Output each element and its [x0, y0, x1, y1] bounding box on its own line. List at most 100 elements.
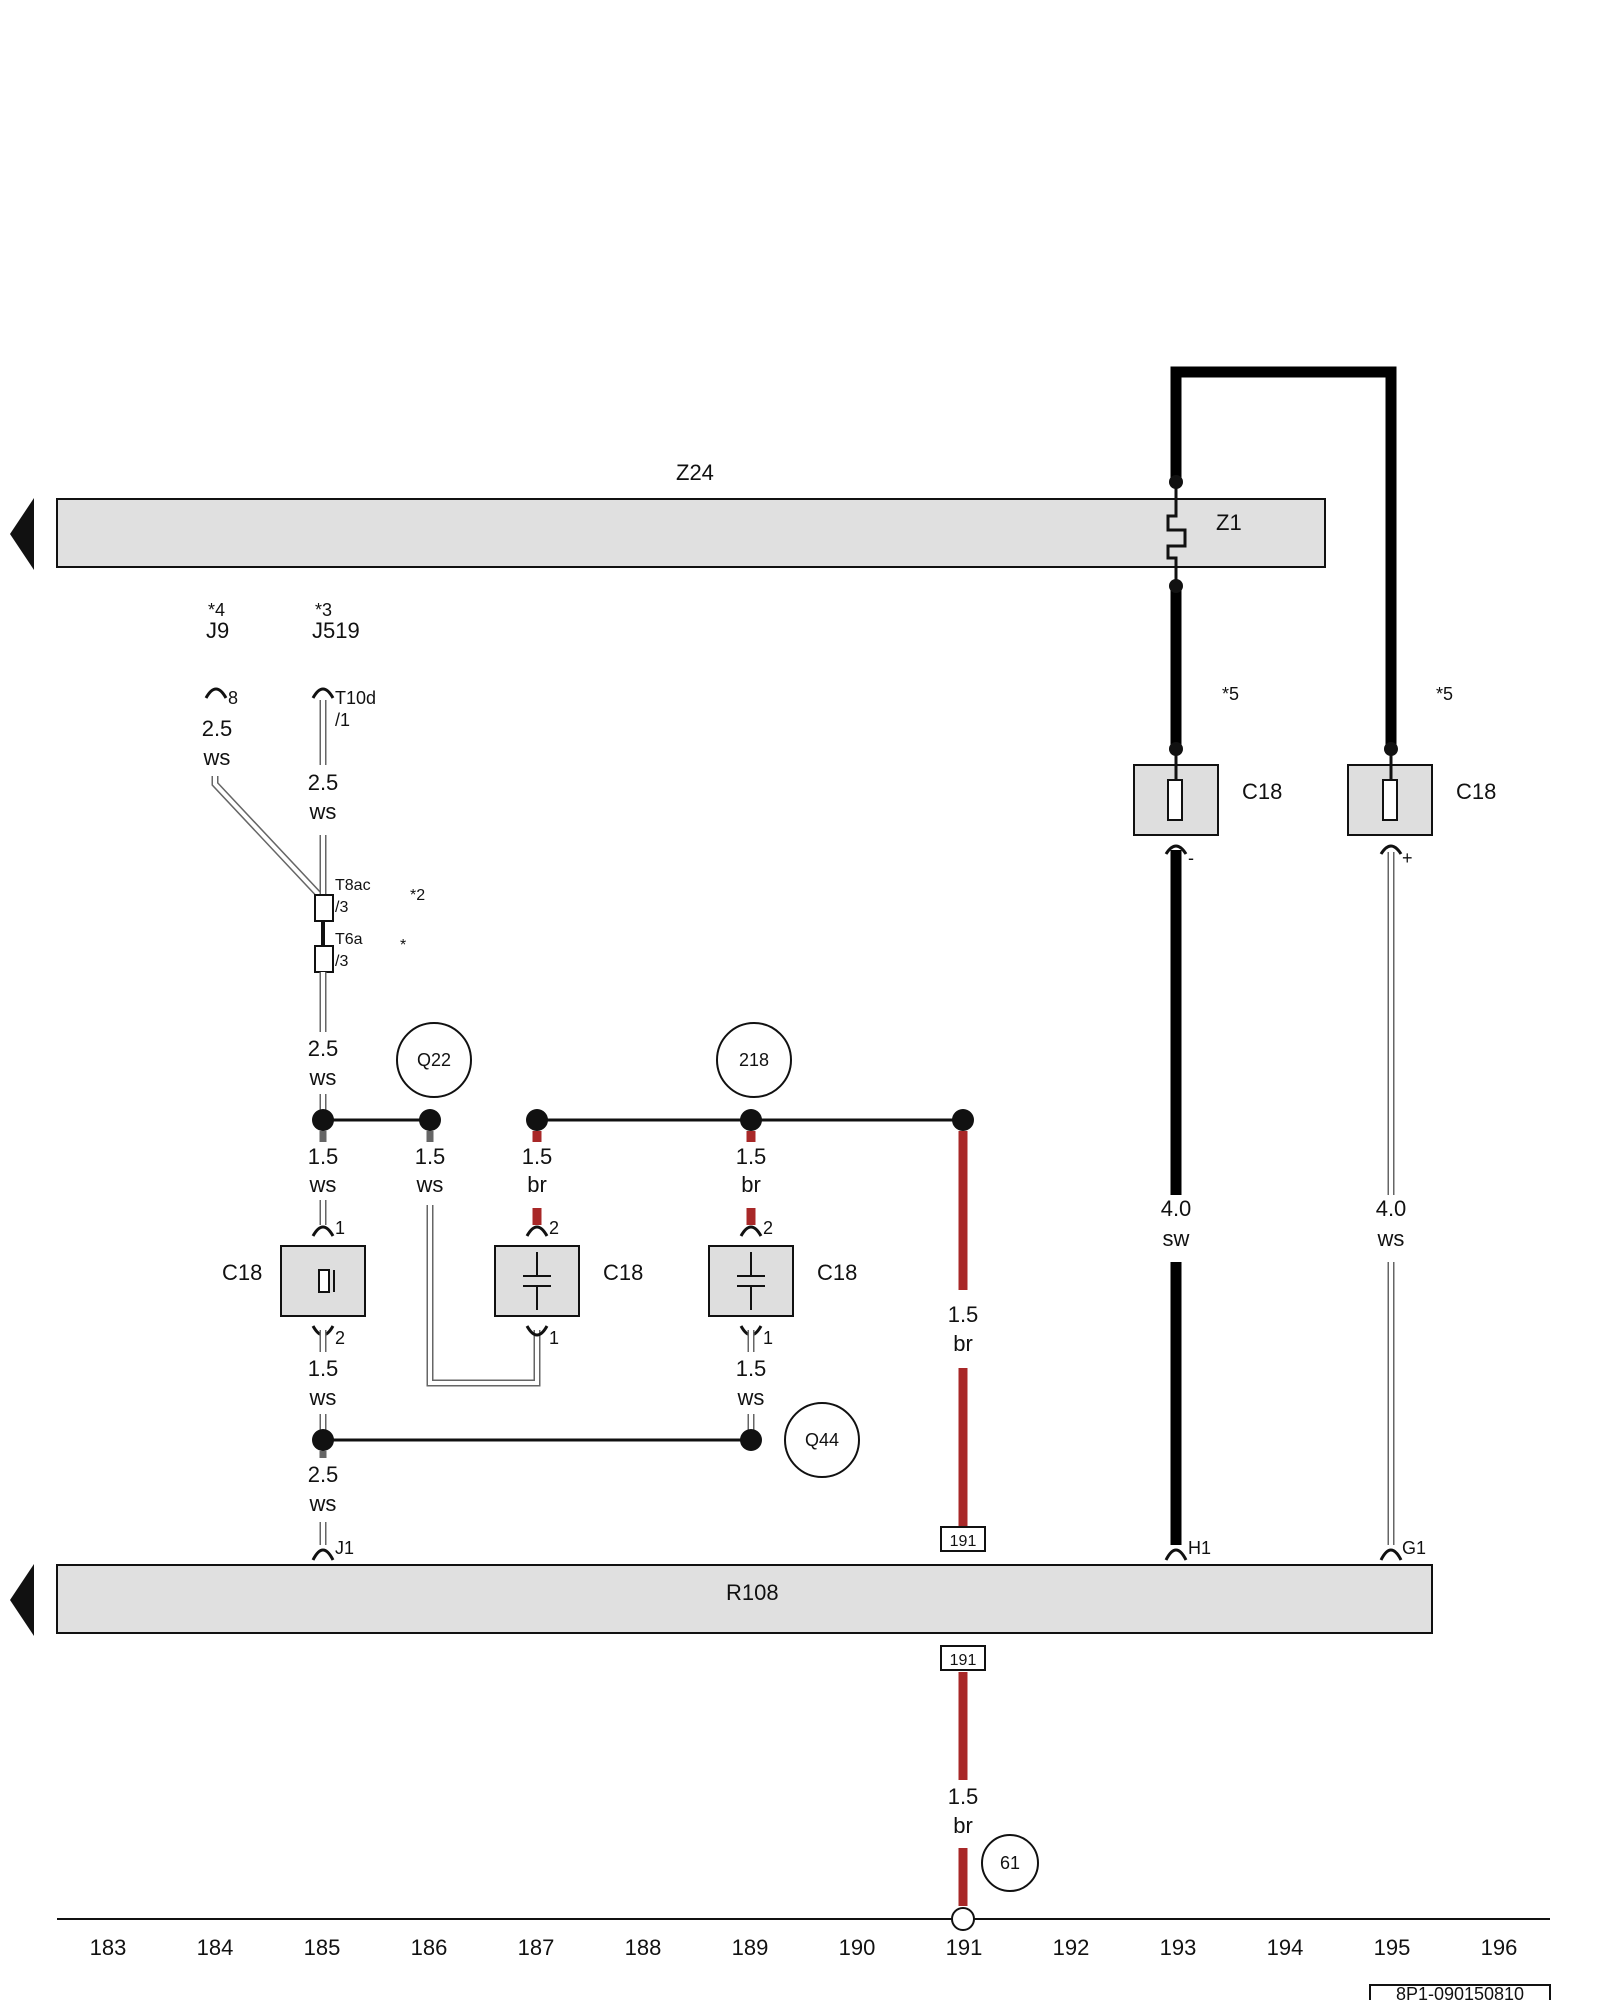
wire-c3-bot-color: ws: [737, 1385, 765, 1410]
wire-c2-top-color: br: [527, 1172, 547, 1197]
axis-tick-label: 187: [518, 1935, 555, 1960]
junction-dot: [419, 1109, 441, 1131]
wire-c3-bot-size: 1.5: [736, 1356, 767, 1381]
c18-label-187: C18: [603, 1260, 643, 1285]
r108-bar: [56, 1564, 1433, 1634]
wire-193-color: sw: [1163, 1226, 1190, 1251]
t10d-pin: /1: [335, 710, 350, 730]
z24-bar: [56, 498, 1326, 568]
junction-dot: [312, 1109, 334, 1131]
pin-1a: 1: [335, 1218, 345, 1238]
ref-circle-61: [981, 1834, 1039, 1892]
note-5b: *5: [1436, 684, 1453, 704]
pin-h1: H1: [1188, 1538, 1211, 1558]
connector-icon: [525, 1225, 549, 1237]
ref-61: 61: [1000, 1853, 1020, 1873]
connector-icon: [739, 1225, 763, 1237]
ref-circle-q22: [396, 1022, 472, 1098]
t10d-label: T10d: [335, 688, 376, 708]
junction-dot: [1169, 475, 1183, 489]
ground-point-icon: [951, 1907, 975, 1931]
doc-code-box: [1369, 1984, 1551, 2000]
wire-j9-diagonal-inner: [213, 776, 324, 900]
connector-icon: [311, 687, 335, 699]
axis-tick-label: 194: [1267, 1935, 1304, 1960]
axis-tick-label: 189: [732, 1935, 769, 1960]
wire-j519-size: 2.5: [308, 770, 339, 795]
z24-label: Z24: [676, 460, 714, 485]
pin-2a: 2: [335, 1328, 345, 1348]
connector-icon: [1379, 1548, 1403, 1561]
c18-label-185: C18: [222, 1260, 262, 1285]
r108-label: R108: [726, 1580, 779, 1605]
ref-circle-q44: [784, 1402, 860, 1478]
connector-icon: [1379, 844, 1403, 855]
pin-2b: 2: [549, 1218, 559, 1238]
wire-195-color: ws: [1377, 1226, 1405, 1251]
pin-g1: G1: [1402, 1538, 1426, 1558]
z1-label: Z1: [1216, 510, 1242, 535]
axis-tick-label: 193: [1160, 1935, 1197, 1960]
connector-icon: [204, 687, 228, 699]
wire-j9-color: ws: [203, 745, 231, 770]
wire-186-size: 1.5: [415, 1144, 446, 1169]
ref-box-191b: [940, 1645, 986, 1671]
continuation-arrow-top: [10, 498, 34, 570]
pin-minus: -: [1188, 848, 1194, 868]
wire-c1-bot-size: 1.5: [308, 1356, 339, 1381]
wire-c1-top-color: ws: [309, 1172, 337, 1197]
z1-fuse-icon: [1166, 482, 1187, 586]
axis-tick-label: 188: [625, 1935, 662, 1960]
junction-dot: [312, 1429, 334, 1451]
t6a-note: *: [400, 937, 406, 954]
connector-icon: [1164, 1548, 1188, 1561]
t6a-pin: /3: [335, 953, 348, 970]
axis-tick-label: 183: [90, 1935, 127, 1960]
axis-tick-label: 196: [1481, 1935, 1518, 1960]
continuation-arrow-bottom: [10, 1564, 34, 1636]
wire-c1-top-size: 1.5: [308, 1144, 339, 1169]
wire-j519-color: ws: [309, 799, 337, 824]
resistor-icon: [1167, 779, 1183, 821]
c18-label-193: C18: [1242, 779, 1282, 804]
wire-j1-color: ws: [309, 1491, 337, 1516]
wire-t6a-size: 2.5: [308, 1036, 339, 1061]
wire-193-size: 4.0: [1161, 1196, 1192, 1221]
wire-191b-size: 1.5: [948, 1784, 979, 1809]
t8ac-note: *2: [410, 887, 425, 904]
ref-circle-218: [716, 1022, 792, 1098]
junction-dot: [526, 1109, 548, 1131]
doc-code: 8P1-090150810: [1396, 1984, 1524, 2000]
resistor-icon: [318, 1269, 330, 1293]
wire-loop-black: [1170, 366, 1397, 749]
axis-tick-label: 195: [1374, 1935, 1411, 1960]
wire-191-size: 1.5: [948, 1302, 979, 1327]
ref-218: 218: [739, 1050, 769, 1070]
t8ac-label: T8ac: [335, 877, 371, 894]
ref-q44: Q44: [805, 1430, 839, 1450]
wire-186-route-inner: [428, 1205, 539, 1385]
j9-note: *4: [208, 600, 225, 620]
axis-tick-label: 192: [1053, 1935, 1090, 1960]
t8ac-pin: /3: [335, 899, 348, 916]
wire-t6a-color: ws: [309, 1065, 337, 1090]
note-5a: *5: [1222, 684, 1239, 704]
pin-1c: 1: [763, 1328, 773, 1348]
wire-191b-color: br: [953, 1813, 973, 1838]
wire-j9-size: 2.5: [202, 716, 233, 741]
ref-191b: 191: [950, 1652, 977, 1669]
wire-c3-top-size: 1.5: [736, 1144, 767, 1169]
j9-label: J9: [206, 618, 229, 643]
axis-tick-label: 186: [411, 1935, 448, 1960]
connector-icon: [311, 1548, 335, 1561]
wire-c2-top-size: 1.5: [522, 1144, 553, 1169]
wire-j1-size: 2.5: [308, 1462, 339, 1487]
pin-8: 8: [228, 688, 238, 708]
j519-note: *3: [315, 600, 332, 620]
ref-q22: Q22: [417, 1050, 451, 1070]
pin-2c: 2: [763, 1218, 773, 1238]
junction-dot: [952, 1109, 974, 1131]
pin-j1: J1: [335, 1538, 354, 1558]
